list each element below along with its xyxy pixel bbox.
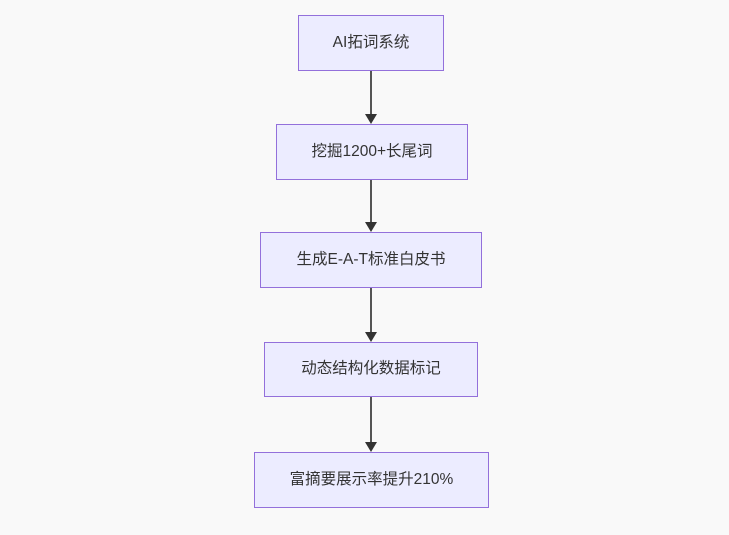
flow-node-rich-snippet-rate-increase: 富摘要展示率提升210%	[254, 452, 489, 508]
flow-node-generate-eat-whitepaper: 生成E-A-T标准白皮书	[260, 232, 482, 288]
arrowhead-down-icon	[365, 222, 377, 232]
arrowhead-down-icon	[365, 114, 377, 124]
flow-node-label: 富摘要展示率提升210%	[289, 470, 454, 488]
edge-line-3	[370, 288, 372, 334]
flow-node-label: 生成E-A-T标准白皮书	[296, 250, 446, 268]
flow-node-mine-longtail-keywords: 挖掘1200+长尾词	[276, 124, 468, 180]
flow-node-label: 动态结构化数据标记	[301, 360, 441, 378]
flow-node-ai-word-expansion-system: AI拓词系统	[298, 15, 444, 71]
edge-line-2	[370, 180, 372, 224]
flow-node-label: 挖掘1200+长尾词	[311, 142, 433, 160]
arrowhead-down-icon	[365, 332, 377, 342]
flow-node-dynamic-structured-data-markup: 动态结构化数据标记	[264, 342, 478, 397]
edge-line-4	[370, 397, 372, 444]
edge-line-1	[370, 71, 372, 116]
arrowhead-down-icon	[365, 442, 377, 452]
flow-node-label: AI拓词系统	[332, 33, 410, 51]
